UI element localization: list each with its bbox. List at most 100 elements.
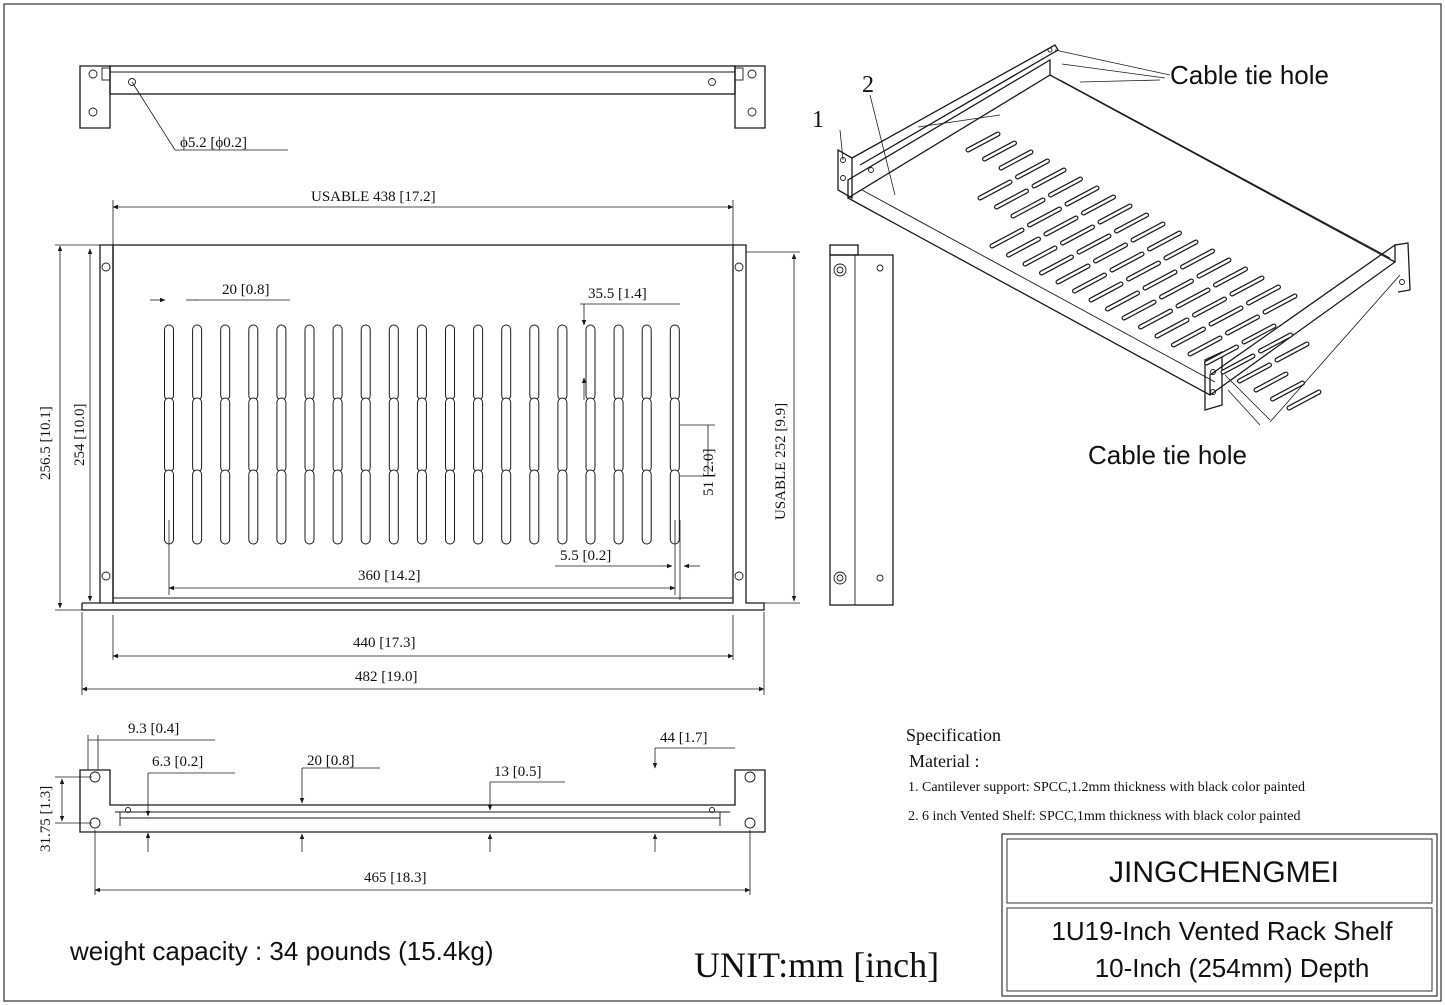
iso-vent-slot-inner — [1122, 300, 1156, 320]
iso-vent-slot-inner — [1049, 177, 1082, 197]
iso-vent-slot-inner — [1155, 318, 1189, 338]
vent-slot — [473, 469, 484, 545]
dim-inner-width: 440 [17.3] — [353, 635, 416, 651]
dim-front-right: 44 [1.7] — [660, 730, 708, 746]
iso-vent-slot-inner — [1007, 237, 1040, 257]
dim-depth: 254 [10.0] — [72, 404, 88, 467]
vent-slot — [585, 397, 596, 473]
iso-vent-slot-inner — [1082, 195, 1115, 215]
dim-slot-width: 5.5 [0.2] — [560, 548, 611, 564]
vent-slot — [192, 397, 203, 473]
iso-vent-slot-inner — [1164, 240, 1198, 260]
plan-view — [81, 244, 765, 611]
iso-vent-slot-inner — [1214, 267, 1247, 287]
vent-slot — [276, 469, 287, 545]
vent-slot — [304, 469, 315, 545]
dim-overall-width: 482 [19.0] — [355, 669, 418, 685]
iso-vent-slot-inner — [995, 189, 1028, 209]
dim-hole-span: 465 [18.3] — [364, 870, 427, 886]
vent-slot — [220, 469, 231, 545]
iso-vent-slot-inner — [1028, 207, 1061, 227]
iso-vent-slot-inner — [1230, 276, 1264, 296]
iso-vent-slot-inner — [1032, 168, 1066, 188]
iso-vent-slot-inner — [1061, 225, 1094, 245]
iso-vent-slot-inner — [983, 141, 1016, 161]
vent-slot — [613, 397, 624, 473]
vent-slot — [641, 397, 652, 473]
vent-slot — [332, 469, 343, 545]
vent-slot — [557, 324, 568, 401]
iso-vent-slot-inner — [966, 132, 1000, 152]
top-front-bar-view — [79, 65, 766, 151]
vent-slot — [192, 469, 203, 545]
vent-slot — [248, 397, 259, 473]
dim-total-depth: 256.5 [10.1] — [38, 406, 54, 480]
dim-slot-span: 360 [14.2] — [358, 568, 421, 584]
callout-part-1: 1 — [812, 107, 824, 133]
vent-slot — [501, 324, 512, 401]
spec-line-1: 1. Cantilever support: SPCC,1.2mm thickn… — [908, 780, 1305, 795]
iso-vent-slot-inner — [1221, 354, 1255, 374]
iso-vent-slot-inner — [999, 150, 1033, 170]
vent-slot — [220, 397, 231, 473]
vent-slot — [529, 324, 540, 401]
dim-row-pitch: 51 [2.0] — [701, 449, 717, 497]
side-view — [829, 244, 894, 606]
vent-slot — [473, 397, 484, 473]
isometric-view — [837, 44, 1411, 426]
vent-slot — [529, 469, 540, 545]
iso-vent-slot-inner — [1176, 288, 1210, 308]
iso-vent-slot-inner — [1181, 249, 1214, 269]
vent-slot — [360, 469, 371, 545]
iso-vent-slot-inner — [1143, 270, 1177, 290]
iso-vent-slot-inner — [1226, 315, 1259, 335]
callout-part-2: 2 — [862, 72, 874, 98]
callout-cable-tie-bottom: Cable tie hole — [1088, 440, 1247, 470]
title-block — [1001, 833, 1438, 997]
vent-slot — [164, 397, 174, 473]
iso-vent-slot-inner — [1098, 204, 1132, 224]
dim-usable-depth: USABLE 252 [9.9] — [773, 403, 789, 520]
iso-vent-slot-inner — [1188, 336, 1222, 356]
iso-vent-slot-inner — [1077, 234, 1111, 254]
iso-vent-slot-inner — [1148, 231, 1181, 251]
vent-slot — [360, 397, 371, 473]
iso-vent-slot-inner — [1259, 333, 1292, 353]
iso-vent-slot-inner — [1089, 282, 1123, 302]
spec-line-2: 2. 6 inch Vented Shelf: SPCC,1mm thickne… — [908, 809, 1300, 824]
iso-vent-slot-inner — [1110, 252, 1144, 272]
iso-vent-slot-inner — [1131, 222, 1165, 242]
dim-slot-length: 35.5 [1.4] — [588, 286, 647, 302]
iso-vent-slot-inner — [1065, 186, 1099, 206]
vent-slot — [613, 324, 624, 401]
iso-vent-slot-inner — [1254, 372, 1288, 392]
vent-slot — [332, 324, 343, 401]
iso-vent-slot-inner — [1040, 255, 1073, 275]
iso-vent-slot-inner — [1238, 363, 1271, 383]
dim-ear-hole: 6.3 [0.2] — [152, 754, 203, 770]
unit-label: UNIT:mm [inch] — [694, 945, 939, 985]
vent-slot — [416, 397, 427, 473]
vent-slot — [248, 469, 259, 545]
iso-vent-slots — [965, 131, 1322, 411]
dim-ear-offset: 9.3 [0.4] — [128, 721, 179, 737]
iso-vent-slot-inner — [1263, 294, 1297, 314]
vent-slot — [669, 324, 680, 401]
vent-slot — [669, 397, 680, 473]
vent-slot — [501, 469, 512, 545]
iso-vent-slot-inner — [1172, 327, 1205, 347]
iso-vent-slot-inner — [1275, 342, 1309, 362]
spec-title: Specification — [906, 725, 1001, 745]
vent-slot — [164, 324, 174, 401]
vent-slot — [585, 469, 596, 545]
vent-slot — [641, 469, 652, 545]
iso-vent-slot-inner — [1106, 291, 1139, 311]
iso-vent-slot-inner — [1209, 306, 1243, 326]
iso-vent-slot-inner — [1073, 273, 1106, 293]
dim-usable-width: USABLE 438 [17.2] — [311, 189, 436, 205]
vent-slot — [248, 324, 259, 401]
vent-slot — [416, 324, 427, 401]
vent-slot — [585, 324, 596, 401]
iso-vent-slot-inner — [1139, 309, 1172, 329]
